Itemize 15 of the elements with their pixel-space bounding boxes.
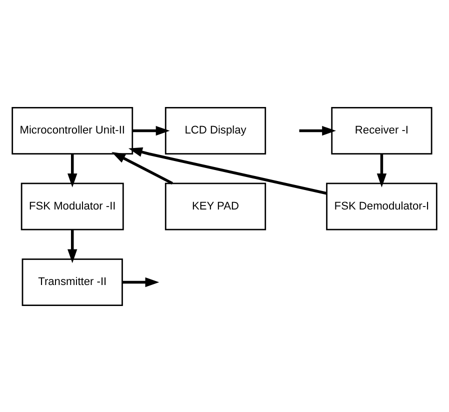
arrow <box>376 153 387 187</box>
node-box: LCD Display <box>164 106 266 154</box>
arrow <box>68 153 78 187</box>
node-box: Receiver -I <box>331 106 432 154</box>
node-box: KEY PAD <box>164 182 266 230</box>
arrow <box>122 276 160 287</box>
arrow <box>128 146 327 194</box>
node-box: FSK Demodulator-I <box>326 182 438 230</box>
node-box: FSK Modulator -II <box>20 182 124 230</box>
arrow <box>299 125 336 136</box>
arrow <box>132 125 170 136</box>
node-box: Microcontroller Unit-II <box>12 106 134 154</box>
node-box: Transmitter -II <box>22 258 123 306</box>
arrow <box>68 229 78 263</box>
arrow <box>112 151 173 184</box>
